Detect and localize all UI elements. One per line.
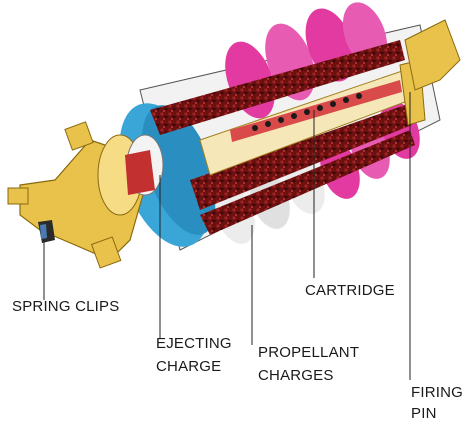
brass-end-cap [8,122,163,268]
label-firing-pin: FIRING PIN [411,384,463,423]
label-spring-clips: SPRING CLIPS [12,298,119,316]
label-firing-line2: PIN [411,405,463,423]
label-ejecting-charge: EJECTING CHARGE [156,335,232,376]
label-propellant-charges: PROPELLANT CHARGES [258,344,359,385]
spring-clips [38,220,55,243]
label-cartridge-text: CARTRIDGE [305,282,395,300]
label-firing-line1: FIRING [411,384,463,402]
label-propellant-line2: CHARGES [258,367,359,385]
label-ejecting-line2: CHARGE [156,358,232,376]
label-ejecting-line1: EJECTING [156,335,232,353]
label-propellant-line1: PROPELLANT [258,344,359,362]
label-spring-clips-text: SPRING CLIPS [12,298,119,316]
label-cartridge: CARTRIDGE [305,282,395,300]
